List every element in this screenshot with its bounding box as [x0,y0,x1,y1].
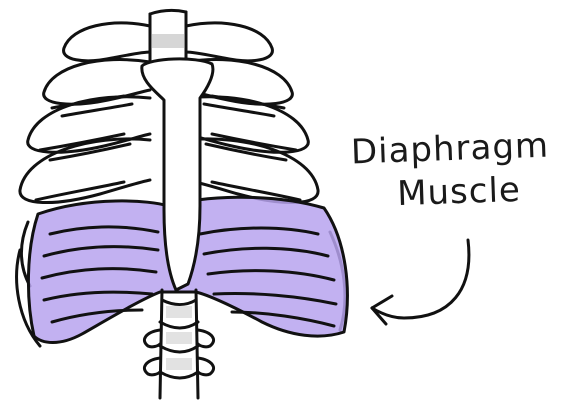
label-line-1: Diaphragm [339,124,560,174]
label-line-2: Muscle [357,167,560,217]
upper-spine [150,10,186,62]
diaphragm-label: Diaphragm Muscle [340,128,560,213]
lower-spine [144,290,213,398]
pointer-arrow-icon [372,240,469,324]
